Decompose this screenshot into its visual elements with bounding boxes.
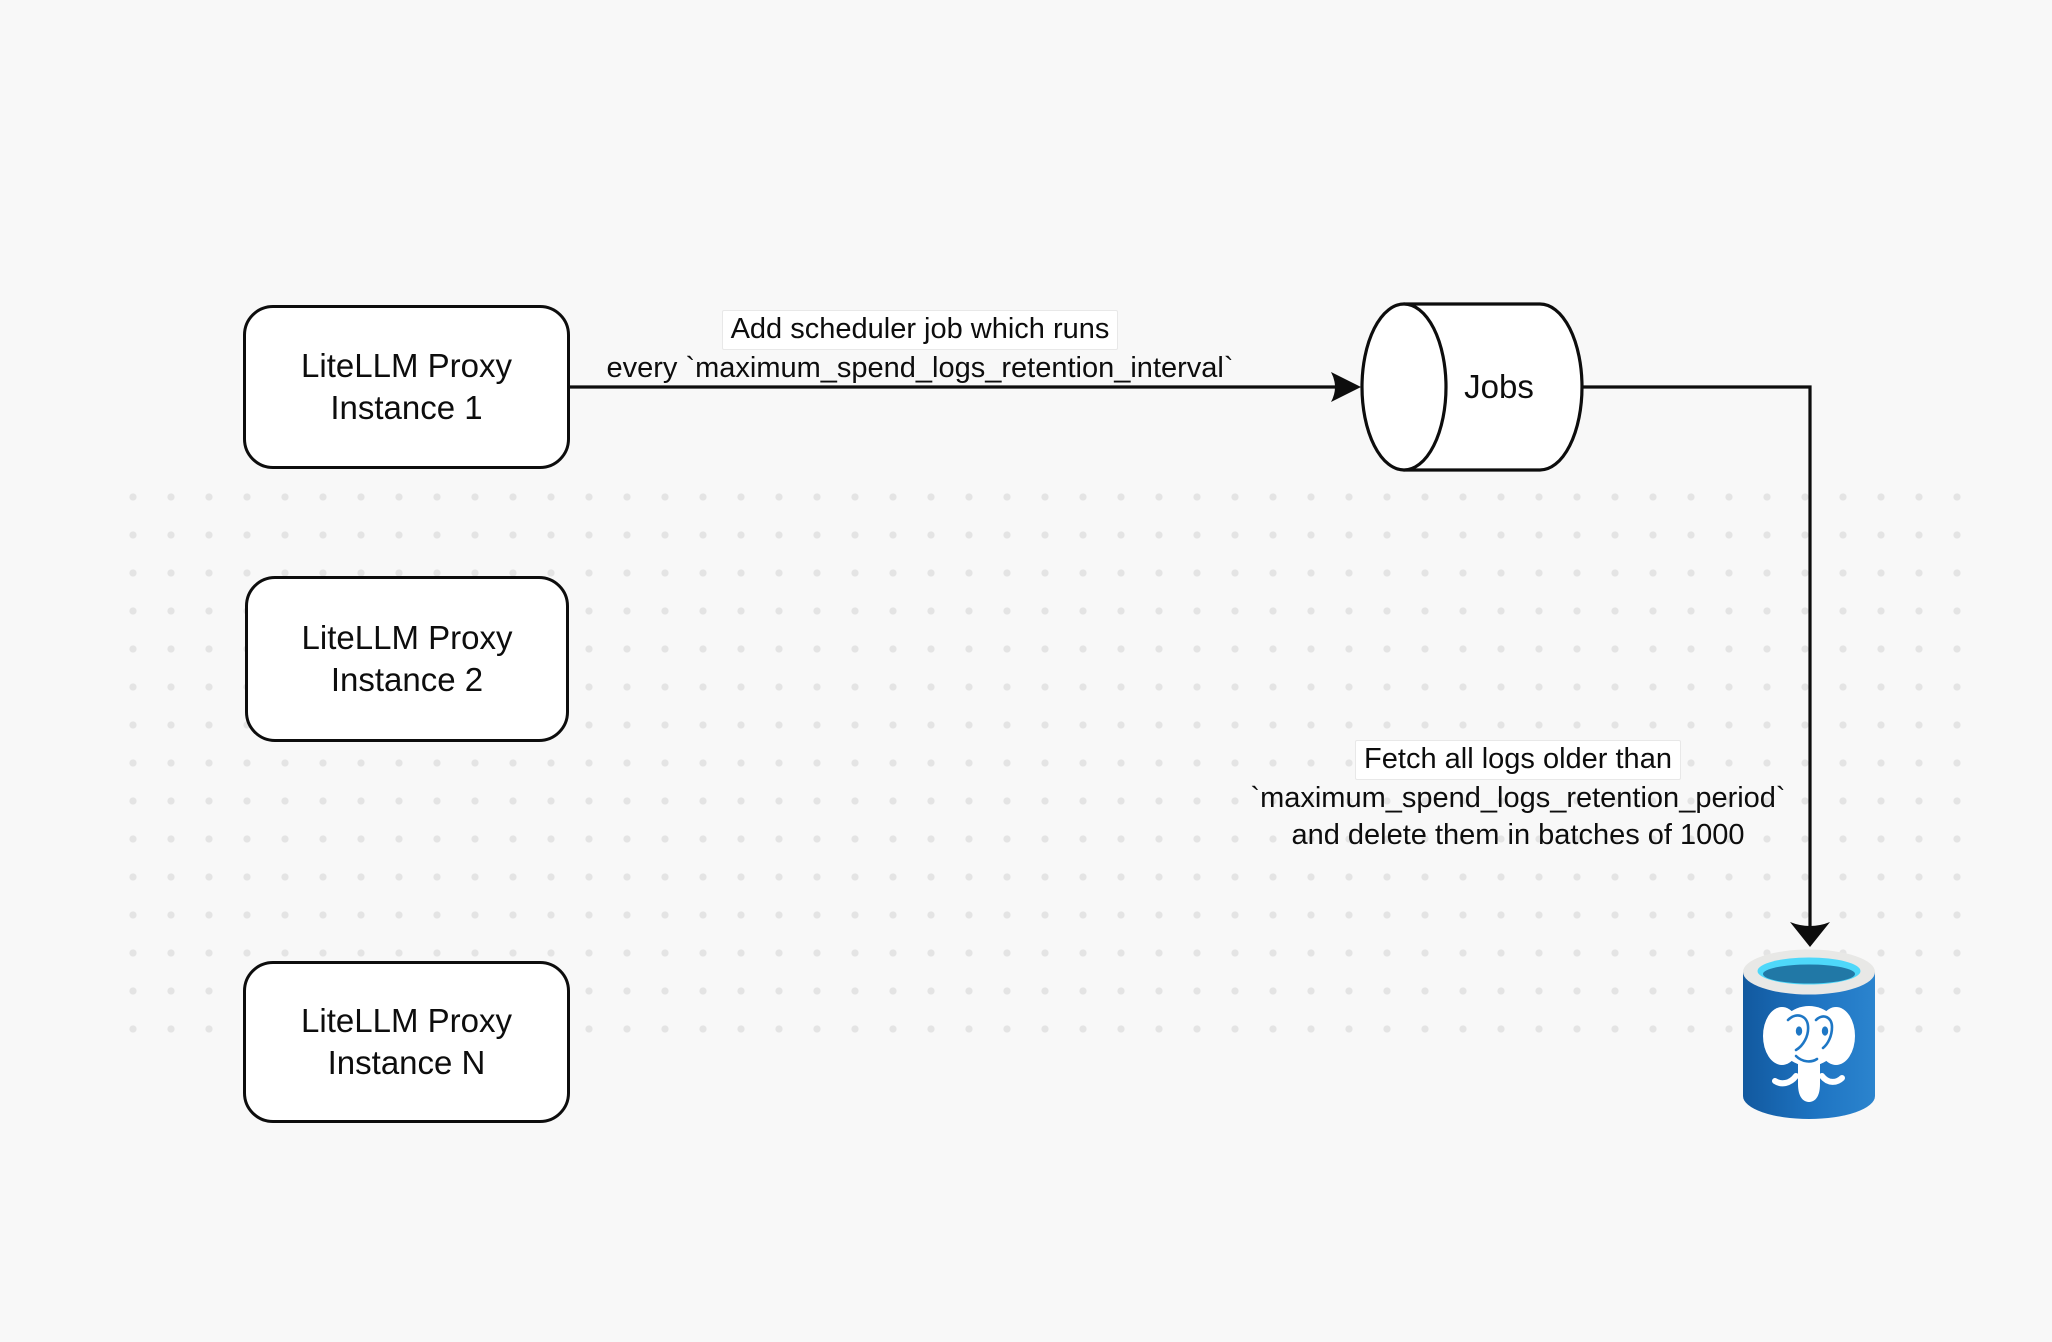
node-litellm-proxy-instance-n: LiteLLM Proxy Instance N [243, 961, 570, 1123]
postgres-elephant-icon [1763, 1006, 1855, 1102]
edge-label-scheduler: Add scheduler job which runs every `maxi… [520, 310, 1320, 387]
node-label-line: LiteLLM Proxy [301, 347, 512, 384]
edge-label-fetch: Fetch all logs older than `maximum_spend… [1218, 740, 1818, 855]
edge-label-line: Add scheduler job which runs [721, 310, 1119, 350]
postgresql-database-icon [1743, 949, 1875, 1119]
node-label-line: Instance 2 [330, 661, 484, 698]
edge-label-line: and delete them in batches of 1000 [1291, 819, 1745, 851]
node-litellm-proxy-instance-1: LiteLLM Proxy Instance 1 [243, 305, 570, 469]
jobs-queue-label: Jobs [1464, 368, 1534, 405]
database-water-deep [1763, 964, 1855, 984]
node-label-line: Instance 1 [330, 389, 483, 426]
node-label-line: LiteLLM Proxy [301, 1002, 512, 1039]
arrowhead-right-icon [1331, 372, 1361, 402]
edge-label-line: `maximum_spend_logs_retention_period` [1250, 781, 1786, 814]
node-label-line: LiteLLM Proxy [301, 619, 513, 656]
edge-label-line: Fetch all logs older than [1355, 740, 1681, 780]
node-label-line: Instance N [327, 1044, 486, 1081]
node-litellm-proxy-instance-2: LiteLLM Proxy Instance 2 [245, 576, 569, 742]
edge-label-line: every `maximum_spend_logs_retention_inte… [606, 351, 1234, 384]
